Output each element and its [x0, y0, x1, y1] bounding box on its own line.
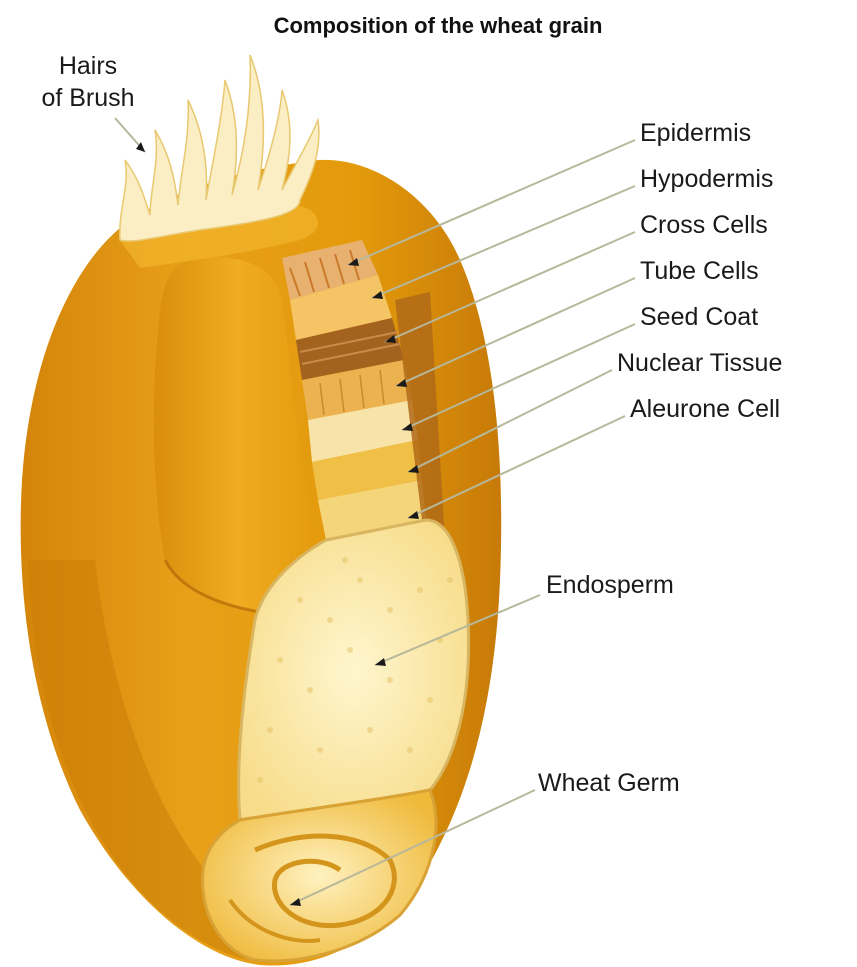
- label-wheat-germ: Wheat Germ: [538, 769, 680, 797]
- label-seed-coat: Seed Coat: [640, 303, 758, 331]
- label-endosperm: Endosperm: [546, 571, 674, 599]
- label-hairs-line1: Hairs: [59, 52, 117, 80]
- wheat-grain-illustration: [21, 55, 502, 966]
- label-hairs-line2: of Brush: [41, 84, 134, 112]
- diagram-title: Composition of the wheat grain: [274, 13, 603, 38]
- label-tube-cells: Tube Cells: [640, 257, 759, 285]
- label-cross-cells: Cross Cells: [640, 211, 768, 239]
- label-hypodermis: Hypodermis: [640, 165, 773, 193]
- label-nuclear-tissue: Nuclear Tissue: [617, 349, 782, 377]
- label-aleurone-cell: Aleurone Cell: [630, 395, 780, 423]
- label-epidermis: Epidermis: [640, 119, 751, 147]
